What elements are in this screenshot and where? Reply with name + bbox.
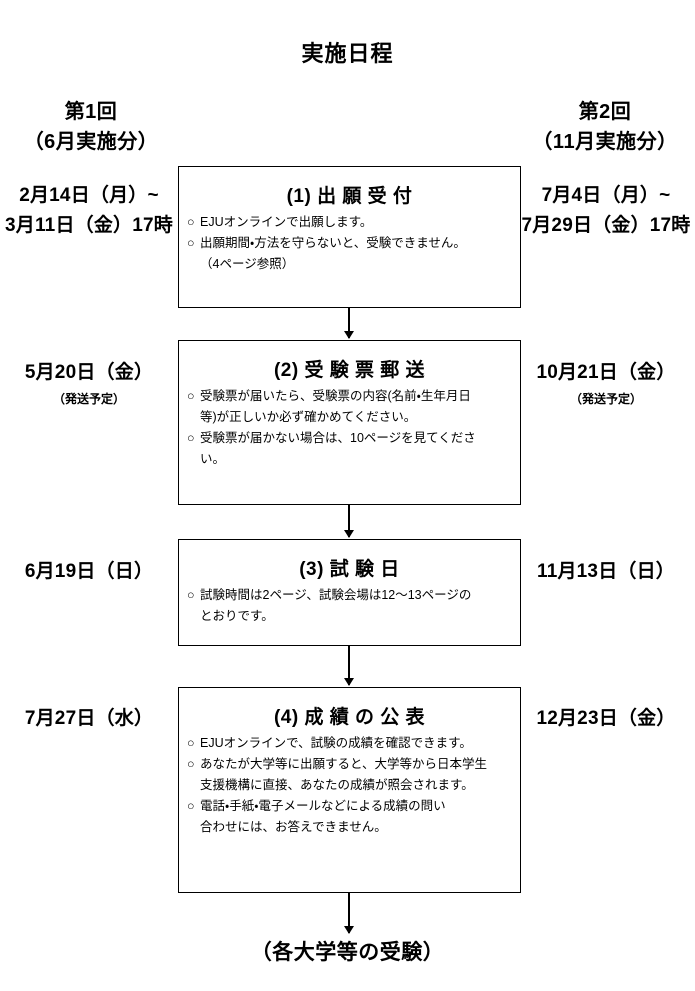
- step-4-right-date-line: 12月23日（金）: [536, 708, 676, 729]
- arrow-step-4-to-footer-icon: [344, 893, 353, 934]
- circle-bullet-icon: ○: [187, 799, 195, 813]
- circle-bullet-icon: ○: [187, 588, 195, 602]
- step-2-right-dates: 10月21日（金） （発送予定）: [517, 358, 695, 410]
- bullet-text: 受験票が届かない場合は、10ページを見てくださ: [200, 431, 476, 445]
- step-4-left-date-line: 7月27日（水）: [24, 708, 154, 729]
- column-header-second-session: 第2回 （11月実施分）: [516, 97, 694, 157]
- bullet-text: 出願期間・方法を守らないと、受験できません。: [200, 236, 466, 250]
- continuation-text: 支援機構に直接、あなたの成績が照会されます。: [200, 778, 474, 792]
- circle-bullet-icon: ○: [187, 215, 195, 229]
- step-4-left-dates: 7月27日（水）: [0, 704, 178, 734]
- bullet-item: ○ 電話・手紙・電子メールなどによる成績の問い: [187, 796, 512, 817]
- flow-box-step-3-title: (3) 試 験 日: [299, 559, 400, 580]
- step-1-left-dates: 2月14日（月）~ 3月11日（金）17時: [0, 181, 178, 241]
- circle-bullet-icon: ○: [187, 757, 195, 771]
- step-3-left-date-line: 6月19日（日）: [24, 561, 154, 582]
- arrow-step-3-to-4-icon: [344, 646, 353, 686]
- step-2-left-dates: 5月20日（金） （発送予定）: [0, 358, 178, 410]
- column-header-first-session-subheading: （6月実施分）: [23, 131, 159, 153]
- flow-box-step-2-body: ○ 受験票が届いたら、受験票の内容(名前・生年月日 等)が正しいか必ず確かめてくだ…: [179, 386, 520, 470]
- circle-bullet-icon: ○: [187, 389, 195, 403]
- bullet-item: ○ EJUオンラインで出願します。: [187, 212, 512, 233]
- step-1-right-date-line: 7月29日（金）17時: [521, 215, 691, 236]
- step-1-left-date-line: 3月11日（金）17時: [5, 215, 173, 236]
- bullet-item: ○ 出願期間・方法を守らないと、受験できません。: [187, 233, 512, 254]
- bullet-item: ○ あなたが大学等に出願すると、大学等から日本学生: [187, 754, 512, 775]
- step-3-right-date-line: 11月13日（日）: [536, 561, 676, 582]
- step-3-right-dates: 11月13日（日）: [517, 557, 695, 587]
- column-header-second-session-subheading: （11月実施分）: [532, 131, 678, 153]
- step-4-right-dates: 12月23日（金）: [517, 704, 695, 734]
- bullet-item: ○ 受験票が届いたら、受験票の内容(名前・生年月日: [187, 386, 512, 407]
- flow-box-step-2-title: (2) 受 験 票 郵 送: [273, 360, 426, 381]
- bullet-text: あなたが大学等に出願すると、大学等から日本学生: [200, 757, 488, 771]
- flow-box-step-4-title: (4) 成 績 の 公 表: [273, 707, 426, 728]
- circle-bullet-icon: ○: [187, 236, 195, 250]
- continuation-text: （4ページ参照）: [200, 257, 295, 271]
- bullet-text: EJUオンラインで、試験の成績を確認できます。: [200, 736, 472, 750]
- flow-box-step-4-body: ○ EJUオンラインで、試験の成績を確認できます。 ○ あなたが大学等に出願すると、…: [179, 733, 520, 838]
- step-1-left-date-line: 2月14日（月）~: [19, 185, 159, 206]
- step-2-left-date-line: 5月20日（金）: [24, 362, 154, 383]
- bullet-item: ○ 試験時間は2ページ、試験会場は12～13ページの: [187, 585, 512, 606]
- step-3-left-dates: 6月19日（日）: [0, 557, 178, 587]
- column-header-first-session-heading: 第1回: [64, 101, 118, 123]
- column-header-first-session: 第1回 （6月実施分）: [2, 97, 180, 157]
- bullet-text: 試験時間は2ページ、試験会場は12～13ページの: [200, 588, 472, 602]
- step-2-left-date-note: （発送予定）: [52, 392, 125, 406]
- step-2-right-date-note: （発送予定）: [569, 392, 642, 406]
- step-1-right-dates: 7月4日（月）~ 7月29日（金）17時: [517, 181, 695, 241]
- flow-box-step-3: (3) 試 験 日 ○ 試験時間は2ページ、試験会場は12～13ページの とおりで…: [178, 539, 521, 646]
- flow-box-step-1: (1) 出 願 受 付 ○ EJUオンラインで出願します。 ○ 出願期間・方法を守ら…: [178, 166, 521, 308]
- page-title: 実施日程: [301, 41, 394, 66]
- flow-box-step-2: (2) 受 験 票 郵 送 ○ 受験票が届いたら、受験票の内容(名前・生年月日 等…: [178, 340, 521, 505]
- continuation-text: 合わせには、お答えできません。: [200, 820, 387, 834]
- continuation-text: 等)が正しいか必ず確かめてください。: [200, 410, 417, 424]
- flow-box-step-1-title: (1) 出 願 受 付: [286, 186, 413, 207]
- flow-box-step-3-body: ○ 試験時間は2ページ、試験会場は12～13ページの とおりです。: [179, 585, 520, 627]
- footer-note: （各大学等の受験）: [250, 941, 445, 964]
- bullet-item: ○ 受験票が届かない場合は、10ページを見てくださ: [187, 428, 512, 449]
- circle-bullet-icon: ○: [187, 736, 195, 750]
- flow-box-step-4: (4) 成 績 の 公 表 ○ EJUオンラインで、試験の成績を確認できます。 ○…: [178, 687, 521, 893]
- column-header-second-session-heading: 第2回: [578, 101, 632, 123]
- bullet-text: EJUオンラインで出願します。: [200, 215, 373, 229]
- continuation-text: とおりです。: [200, 609, 274, 623]
- arrow-step-2-to-3-icon: [344, 505, 353, 538]
- arrow-step-1-to-2-icon: [344, 308, 353, 339]
- bullet-text: 電話・手紙・電子メールなどによる成績の問い: [200, 799, 446, 813]
- continuation-text: い。: [200, 452, 226, 466]
- bullet-item: ○ EJUオンラインで、試験の成績を確認できます。: [187, 733, 512, 754]
- step-2-right-date-line: 10月21日（金）: [536, 362, 676, 383]
- step-1-right-date-line: 7月4日（月）~: [541, 185, 671, 206]
- bullet-text: 受験票が届いたら、受験票の内容(名前・生年月日: [200, 389, 471, 403]
- circle-bullet-icon: ○: [187, 431, 195, 445]
- flow-box-step-1-body: ○ EJUオンラインで出願します。 ○ 出願期間・方法を守らないと、受験できません。…: [179, 212, 520, 275]
